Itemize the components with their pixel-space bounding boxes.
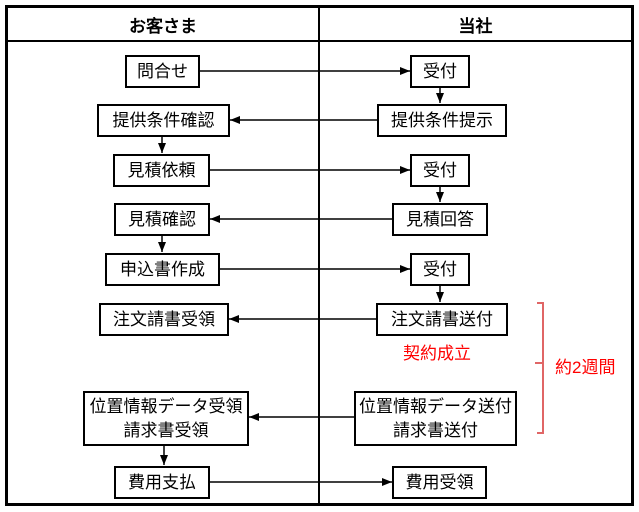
step-line: 位置情報データ送付: [359, 396, 512, 416]
contract-established-note: 契約成立: [403, 344, 471, 363]
duration-bracket: [537, 302, 544, 434]
step-box-order-ack-receive: 注文請書受領: [99, 303, 229, 336]
step-box-terms-present: 提供条件提示: [377, 104, 507, 137]
column-divider: [318, 8, 320, 503]
table-frame: [5, 5, 634, 506]
header-company: 当社: [458, 16, 493, 36]
step-box-reception-1: 受付: [410, 55, 470, 88]
step-box-quote-check: 見積確認: [114, 203, 210, 236]
header-underline: [8, 40, 631, 42]
step-box-fee-payment: 費用支払: [114, 466, 210, 499]
step-line: 請求書送付: [393, 420, 478, 440]
step-line: 位置情報データ受領: [89, 396, 243, 416]
step-box-reception-2: 受付: [410, 154, 470, 187]
step-box-order-ack-send: 注文請書送付: [376, 303, 508, 336]
step-box-application-create: 申込書作成: [105, 253, 220, 286]
step-box-quote-request: 見積依頼: [113, 154, 210, 187]
step-box-reception-3: 受付: [410, 253, 470, 286]
step-box-data-invoice-receive: 位置情報データ受領 請求書受領: [83, 391, 249, 446]
step-box-data-invoice-send: 位置情報データ送付 請求書送付: [354, 391, 517, 446]
step-box-inquiry: 問合せ: [125, 55, 200, 88]
step-box-terms-check: 提供条件確認: [97, 104, 230, 137]
step-line: 請求書受領: [123, 420, 209, 440]
header-customer: お客さま: [129, 16, 197, 36]
step-box-quote-reply: 見積回答: [392, 203, 488, 236]
duration-label: 約2週間: [555, 358, 616, 377]
step-box-fee-receive: 費用受領: [392, 466, 487, 499]
